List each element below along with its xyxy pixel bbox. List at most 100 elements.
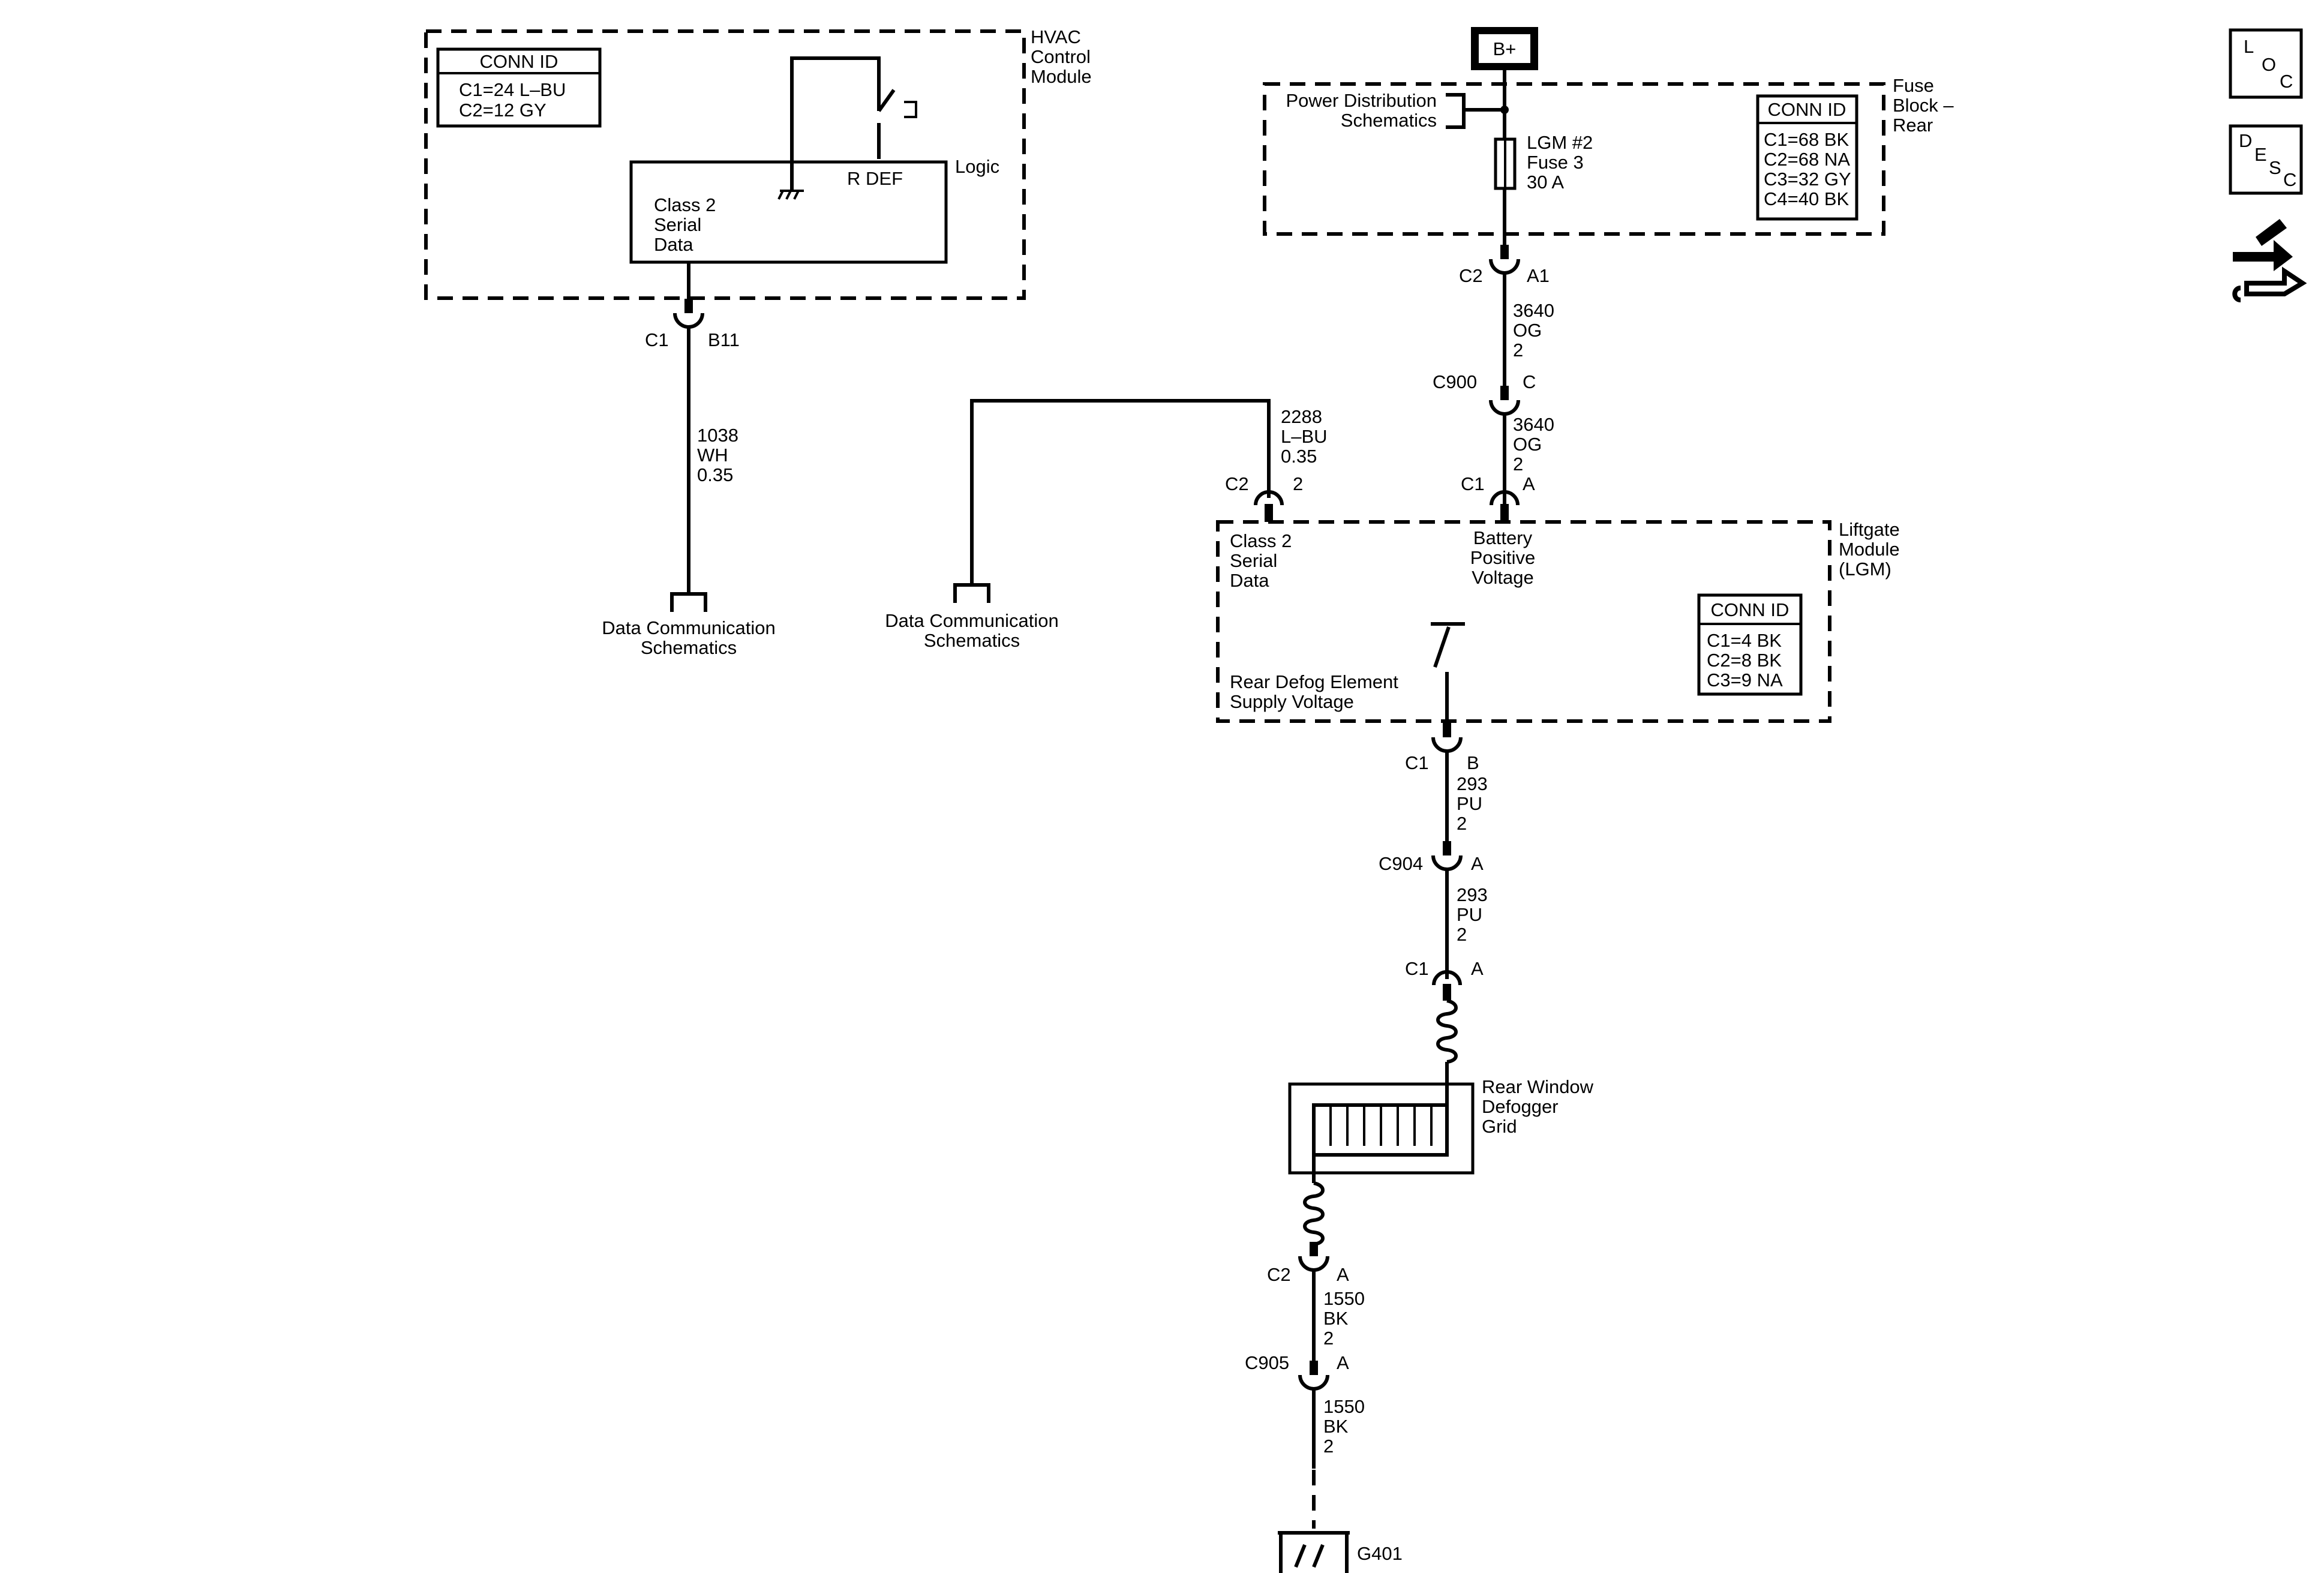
lgm-conn-id-header: CONN ID <box>1711 599 1789 620</box>
fuse-conn-row-4: C4=40 BK <box>1764 188 1849 209</box>
power-wire1-line-2: OG <box>1513 320 1542 341</box>
lgm-defog-line-1: Rear Defog Element <box>1230 671 1398 692</box>
power-wire1-line-1: 3640 <box>1513 300 1554 321</box>
lgm-data-line-3: Data <box>1230 570 1269 591</box>
fuse-block-line-2: Block – <box>1893 95 1954 116</box>
lgm-defog-switch <box>1431 622 1465 737</box>
output-wire1-line-3: 2 <box>1457 813 1467 834</box>
lgm-serial-data-branch: 2288 L–BU 0.35 C2 2 Data Communication S… <box>885 399 1328 651</box>
hvac-conn-id-table: CONN ID C1=24 L–BU C2=12 GY <box>436 47 602 128</box>
grid-c1-pin-label: A <box>1471 958 1484 979</box>
c900-connector-icon <box>1489 386 1520 416</box>
output-wire2-line-1: 293 <box>1457 884 1488 905</box>
power-wire2-line-2: OG <box>1513 434 1542 455</box>
lgm-c1-input-connector-icon <box>1490 490 1520 522</box>
output-wire4-line-3: 2 <box>1323 1436 1334 1457</box>
fuse-line-2: Fuse 3 <box>1527 152 1584 173</box>
lgm-c2-connector-icon <box>1254 490 1284 522</box>
power-wire2-line-1: 3640 <box>1513 414 1554 435</box>
grid-c2-label: C2 <box>1267 1264 1291 1285</box>
c900-pin-label: C <box>1523 371 1536 392</box>
grid-line-2: Defogger <box>1482 1096 1559 1117</box>
hvac-dest-line-1: Data Communication <box>602 617 775 638</box>
connector-end-view-icon[interactable] <box>2232 219 2307 302</box>
hvac-conn-id-header: CONN ID <box>480 51 559 72</box>
output-wire1-line-1: 293 <box>1457 773 1488 794</box>
hvac-conn-row-1: C1=24 L–BU <box>459 79 566 100</box>
lgm-defog-line-2: Supply Voltage <box>1230 691 1354 712</box>
desc-letter-c: C <box>2283 169 2296 190</box>
lgm-data-line-1: Class 2 <box>1230 530 1292 551</box>
output-wire2-line-3: 2 <box>1457 924 1467 945</box>
c900-label: C900 <box>1433 371 1477 392</box>
rear-window-defogger-grid-icon <box>1288 1074 1475 1183</box>
hvac-rdef-label: R DEF <box>847 168 903 189</box>
c905-label: C905 <box>1245 1352 1289 1373</box>
pd-line-1: Power Distribution <box>1286 90 1437 111</box>
hvac-data-line-2: Serial <box>654 214 701 235</box>
lgm-conn-id-table: CONN ID C1=4 BK C2=8 BK C3=9 NA <box>1697 593 1803 696</box>
hvac-c1-connector-icon <box>673 299 704 329</box>
pd-line-2: Schematics <box>1341 110 1437 131</box>
hvac-c1-label: C1 <box>645 329 669 350</box>
liftgate-module: Liftgate Module (LGM) Class 2 Serial Dat… <box>1216 519 1900 737</box>
fuse-block-line-3: Rear <box>1893 115 1933 136</box>
loc-letter-o: O <box>2262 54 2276 75</box>
grid-line-1: Rear Window <box>1482 1076 1594 1097</box>
fuse-block-boundary <box>1263 82 1885 236</box>
power-wire1-line-3: 2 <box>1513 340 1523 361</box>
lgm-batt-line-1: Battery <box>1473 527 1533 548</box>
desc-letter-d: D <box>2239 130 2252 151</box>
c904-connector-icon <box>1431 841 1463 871</box>
hvac-data-line-1: Class 2 <box>654 194 716 215</box>
lgm-serial-wire-line-1: 2288 <box>1281 406 1322 427</box>
fuse-block-line-1: Fuse <box>1893 75 1934 96</box>
hvac-wire-line-2: WH <box>697 445 728 466</box>
lgm-serial-wire-line-3: 0.35 <box>1281 446 1317 467</box>
hvac-control-module: HVAC Control Module CONN ID C1=24 L–BU C… <box>424 26 1092 658</box>
lgm-conn-row-1: C1=4 BK <box>1707 630 1782 651</box>
lgm-serial-wire-line-2: L–BU <box>1281 426 1328 447</box>
lgm-title-line-2: Module <box>1839 539 1900 560</box>
fuse-conn-row-2: C2=68 NA <box>1764 149 1850 170</box>
hvac-wire-line-1: 1038 <box>697 425 738 446</box>
output-wire2-line-2: PU <box>1457 904 1482 925</box>
lgm-c2-label: C2 <box>1225 473 1249 494</box>
fuse-conn-row-3: C3=32 GY <box>1764 169 1851 190</box>
grid-c1-label: C1 <box>1405 958 1429 979</box>
bplus-label: B+ <box>1493 38 1517 59</box>
power-distribution-arrow-icon <box>1446 93 1505 129</box>
lgm-data-line-2: Serial <box>1230 550 1277 571</box>
lgm-c1-output-pin-label: B <box>1467 752 1479 773</box>
ground-g401-label: G401 <box>1357 1543 1403 1564</box>
fuse-line-3: 30 A <box>1527 172 1564 193</box>
ground-g401-icon <box>1278 1531 1350 1573</box>
hvac-dest-line-2: Schematics <box>641 637 737 658</box>
fuse-c2-connector-icon <box>1489 245 1520 275</box>
c905-pin-label: A <box>1337 1352 1349 1373</box>
lgm-title-line-3: (LGM) <box>1839 559 1891 580</box>
description-view-button[interactable]: D E S C <box>2229 124 2303 195</box>
hvac-title-line-2: Control <box>1031 46 1091 67</box>
grid-c2-pin-label: A <box>1337 1264 1349 1285</box>
lgm-c1-output-connector-icon <box>1431 723 1463 753</box>
lgm-conn-row-2: C2=8 BK <box>1707 650 1782 671</box>
grid-line-3: Grid <box>1482 1116 1517 1137</box>
output-wire4-line-1: 1550 <box>1323 1396 1365 1417</box>
grid-c2-connector-icon <box>1298 1242 1329 1272</box>
hvac-wire-line-3: 0.35 <box>697 464 733 485</box>
fuse-conn-id-header: CONN ID <box>1768 99 1846 120</box>
lgm-c1-input-pin-label: A <box>1523 473 1535 494</box>
loc-letter-c: C <box>2280 71 2293 92</box>
lgm-c2-pin-label: 2 <box>1293 473 1303 494</box>
fuse-c2-label: C2 <box>1459 265 1483 286</box>
lgm-batt-line-2: Positive <box>1470 547 1536 568</box>
location-view-button[interactable]: L O C <box>2229 28 2303 99</box>
lgm-boundary <box>1216 520 1831 723</box>
hvac-module-boundary <box>424 29 1026 300</box>
fuse-line-1: LGM #2 <box>1527 132 1593 153</box>
fuse-a1-label: A1 <box>1527 265 1550 286</box>
c904-pin-label: A <box>1471 853 1484 874</box>
output-wire3-line-3: 2 <box>1323 1328 1334 1349</box>
